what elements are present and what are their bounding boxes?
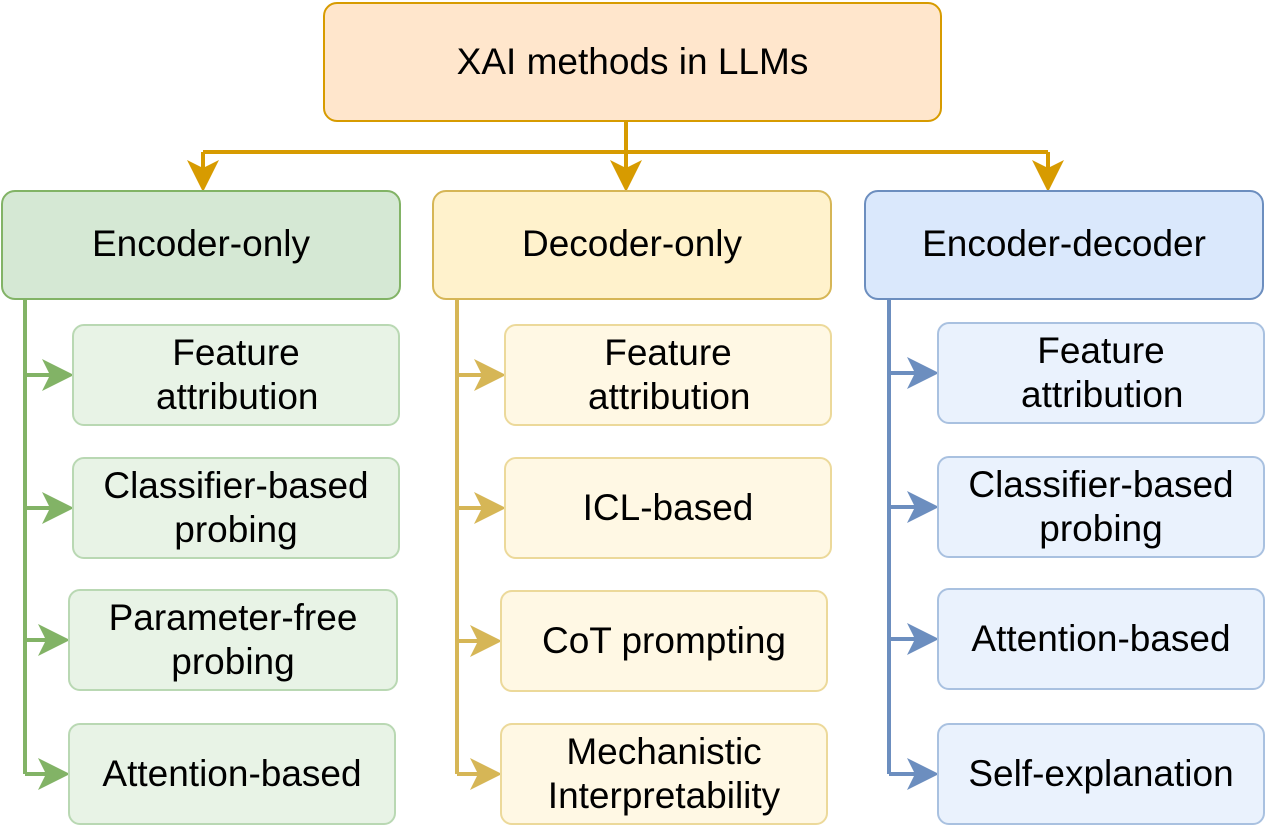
method-label: Attention-based <box>971 617 1231 659</box>
method-label: Feature attribution <box>588 331 751 417</box>
method-label: Attention-based <box>102 752 362 794</box>
category-encoder-only: Encoder-only <box>1 190 401 300</box>
method-node: Attention-based <box>68 723 396 825</box>
method-label: Feature attribution <box>1021 329 1184 415</box>
method-label: Parameter-free probing <box>108 596 358 682</box>
category-label: Encoder-decoder <box>922 222 1206 264</box>
method-node: Classifier-based probing <box>72 457 400 559</box>
root-node: XAI methods in LLMs <box>323 2 942 122</box>
method-label: ICL-based <box>582 486 754 528</box>
method-node: Classifier-based probing <box>937 456 1265 558</box>
method-node: ICL-based <box>504 457 832 559</box>
category-label: Decoder-only <box>521 222 743 264</box>
method-label: Mechanistic Interpretability <box>547 730 781 816</box>
method-node: Mechanistic Interpretability <box>500 723 828 825</box>
category-label: Encoder-only <box>91 222 310 264</box>
root-label: XAI methods in LLMs <box>456 40 809 82</box>
method-node: Parameter-free probing <box>68 589 398 691</box>
method-label: CoT prompting <box>541 619 787 661</box>
method-node: Feature attribution <box>72 324 400 426</box>
category-decoder-only: Decoder-only <box>432 190 832 300</box>
method-label: Classifier-based probing <box>968 463 1234 549</box>
method-node: CoT prompting <box>500 590 828 692</box>
method-label: Self-explanation <box>968 752 1234 794</box>
method-node: Feature attribution <box>504 324 832 426</box>
method-node: Feature attribution <box>937 322 1265 424</box>
method-label: Feature attribution <box>156 331 319 417</box>
method-node: Self-explanation <box>937 723 1265 825</box>
category-encoder-decoder: Encoder-decoder <box>864 190 1264 300</box>
method-node: Attention-based <box>937 588 1265 690</box>
method-label: Classifier-based probing <box>103 464 369 550</box>
